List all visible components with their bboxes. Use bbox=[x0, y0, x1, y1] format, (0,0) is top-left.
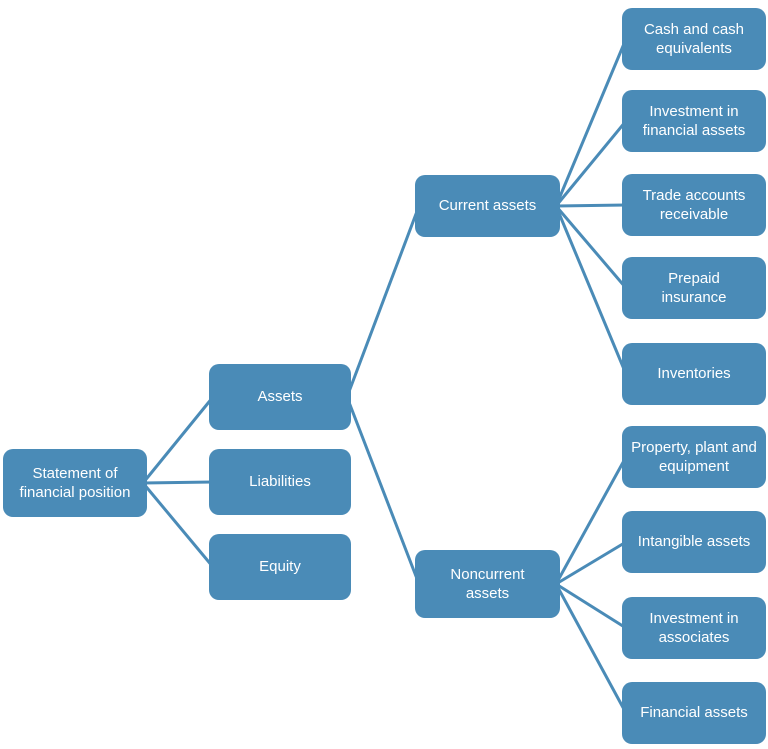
node-label: Noncurrent assets bbox=[450, 565, 525, 603]
node-label: Property, plant and equipment bbox=[631, 438, 757, 476]
node-investment-in-associates: Investment in associates bbox=[622, 597, 766, 659]
node-liabilities: Liabilities bbox=[209, 449, 351, 515]
node-label: Equity bbox=[259, 558, 301, 576]
node-current-assets: Current assets bbox=[415, 175, 560, 237]
node-label: Liabilities bbox=[249, 473, 311, 491]
node-label: Prepaid insurance bbox=[661, 269, 727, 307]
node-label: Intangible assets bbox=[637, 533, 751, 551]
node-equity: Equity bbox=[209, 534, 351, 600]
node-inventories: Inventories bbox=[622, 343, 766, 405]
node-financial-assets: Financial assets bbox=[622, 682, 766, 744]
node-investment-in-financial-assets: Investment in financial assets bbox=[622, 90, 766, 152]
node-label: Investment in financial assets bbox=[642, 102, 746, 140]
node-noncurrent-assets: Noncurrent assets bbox=[415, 550, 560, 618]
node-label: Current assets bbox=[438, 197, 537, 215]
node-prepaid-insurance: Prepaid insurance bbox=[622, 257, 766, 319]
node-label: Investment in associates bbox=[649, 609, 739, 647]
node-assets: Assets bbox=[209, 364, 351, 430]
node-label: Inventories bbox=[657, 365, 731, 383]
node-label: Trade accounts receivable bbox=[642, 186, 746, 224]
node-label: Assets bbox=[257, 388, 303, 406]
node-label: Financial assets bbox=[640, 704, 748, 722]
node-intangible-assets: Intangible assets bbox=[622, 511, 766, 573]
node-label: Cash and cash equivalents bbox=[643, 20, 745, 58]
node-cash-and-cash-equivalents: Cash and cash equivalents bbox=[622, 8, 766, 70]
node-label: Statement of financial position bbox=[19, 464, 131, 502]
node-statement-of-financial-position: Statement of financial position bbox=[3, 449, 147, 517]
node-trade-accounts-receivable: Trade accounts receivable bbox=[622, 174, 766, 236]
node-property-plant-and-equipment: Property, plant and equipment bbox=[622, 426, 766, 488]
